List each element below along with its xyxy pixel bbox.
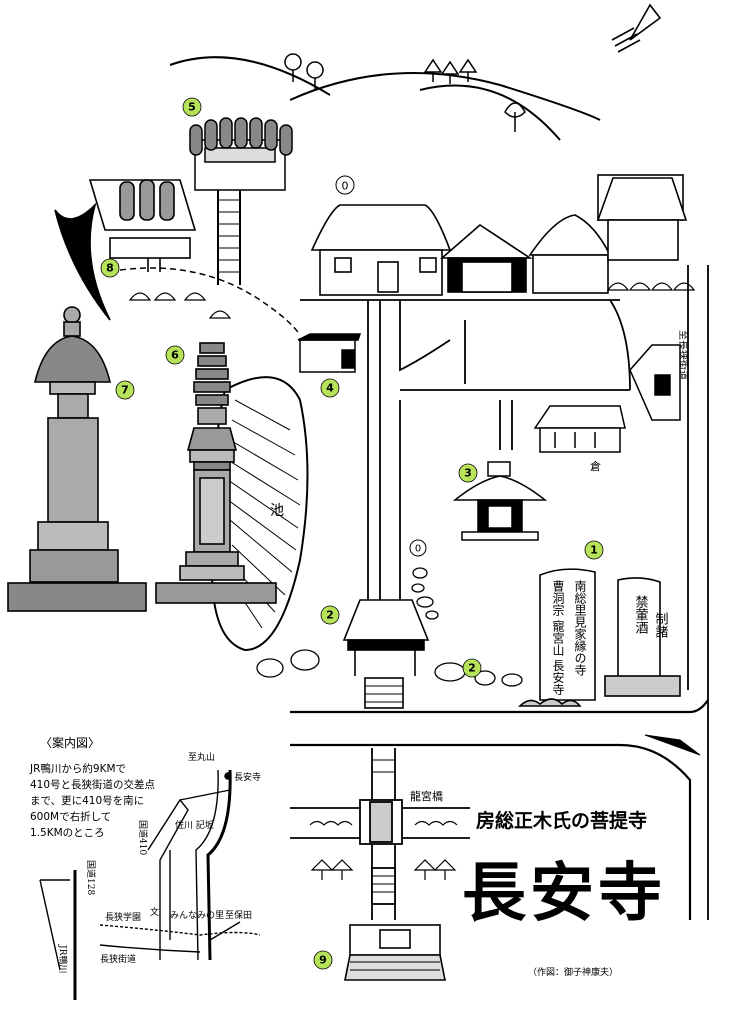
inset-shrine-label: 文 xyxy=(150,906,159,918)
marker-3[interactable]: 3 xyxy=(458,463,478,483)
roadside-trees xyxy=(310,859,457,880)
direction-arrow-icon xyxy=(644,734,701,756)
inset-river-label: 佐川 記坂 xyxy=(175,819,214,831)
guide-line-2: 410号と長狭街道の交差点 xyxy=(30,779,156,791)
inset-school-label: 長狭学園 xyxy=(105,911,141,923)
marker-4[interactable]: 4 xyxy=(320,378,340,398)
marker-8[interactable]: 8 xyxy=(100,258,120,278)
north-arrow-icon xyxy=(611,3,662,53)
bridge-label: 龍宮橋 xyxy=(410,789,443,803)
stone-left-text-2: 曹洞宗 寵宮山 長安寺 xyxy=(551,580,565,696)
graveyard xyxy=(189,117,293,285)
main-halls xyxy=(310,174,688,296)
stone-right-text: 禁葷酒 xyxy=(633,595,649,634)
guide-line-3: まで、更に410号を南に xyxy=(30,795,145,807)
storehouse xyxy=(533,405,626,453)
hills xyxy=(169,56,601,141)
svg-text:8: 8 xyxy=(106,262,114,275)
inset-north-label: 至丸山 xyxy=(188,751,215,763)
monument-7 xyxy=(7,306,147,612)
svg-text:4: 4 xyxy=(326,382,334,395)
marker-2a[interactable]: 2 xyxy=(320,605,340,625)
stone-pillars xyxy=(518,568,681,707)
svg-text:6: 6 xyxy=(171,349,179,362)
side-road xyxy=(687,265,709,920)
svg-text:0: 0 xyxy=(342,180,349,193)
inset-hota-label: 至保田 xyxy=(225,909,252,921)
guide-line-1: JR鴨川から約9KMで xyxy=(30,763,127,775)
marker-5[interactable]: 5 xyxy=(182,97,202,117)
svg-text:1: 1 xyxy=(590,544,598,557)
shrubs xyxy=(128,292,232,319)
svg-text:2: 2 xyxy=(326,609,334,622)
pond-label: 池 xyxy=(270,503,284,519)
stone-right-text-2: 制諸 xyxy=(653,612,669,638)
subtitle: 房総正木氏の菩提寺 xyxy=(476,810,648,832)
hill-trees xyxy=(284,53,526,132)
svg-text:3: 3 xyxy=(464,467,472,480)
stone-left-text: 南総里見家縁の寺 xyxy=(573,579,587,676)
inset-road-label: 長狭街道 xyxy=(100,953,136,965)
building-9 xyxy=(344,924,446,981)
building-right xyxy=(629,344,681,421)
svg-text:7: 7 xyxy=(121,384,129,397)
marker-7[interactable]: 7 xyxy=(115,380,135,400)
inset-station-label: JR鴨川 xyxy=(57,944,69,973)
bell-tower xyxy=(452,461,548,541)
main-gate xyxy=(342,599,430,709)
hall-shrubs xyxy=(606,282,696,291)
inset-temple-label: 長安寺 xyxy=(234,771,261,783)
svg-text:5: 5 xyxy=(188,101,196,114)
temple-paths xyxy=(300,299,631,600)
bridge xyxy=(359,748,403,920)
marker-6[interactable]: 6 xyxy=(165,345,185,365)
credit: （作図：御子神康夫） xyxy=(528,968,619,978)
guide-line-5: 1.5KMのところ xyxy=(30,827,105,839)
stepping-stones xyxy=(256,567,523,687)
inset-128-label: 国道128 xyxy=(85,860,97,895)
main-road xyxy=(290,699,709,920)
storehouse-label: 倉 xyxy=(590,459,601,473)
svg-text:2: 2 xyxy=(468,662,476,675)
marker-1[interactable]: 1 xyxy=(584,540,604,560)
marker-2b[interactable]: 2 xyxy=(462,658,482,678)
inset-410-label: 国道410 xyxy=(137,820,149,855)
inset-map xyxy=(39,769,261,1000)
inset-street-label: みんなみの里 xyxy=(170,910,224,921)
guide-line-4: 600Mで右折して xyxy=(30,811,112,823)
main-title: 長安寺 xyxy=(462,856,666,931)
path-line xyxy=(119,267,301,336)
monument-8 xyxy=(54,179,197,321)
pagoda-6 xyxy=(155,342,277,604)
svg-text:0: 0 xyxy=(415,544,421,555)
river-waves xyxy=(309,820,458,826)
marker-0[interactable]: 0 xyxy=(335,175,355,195)
hut-4 xyxy=(297,333,362,373)
svg-text:9: 9 xyxy=(319,954,327,967)
marker-9[interactable]: 9 xyxy=(313,950,333,970)
guide-heading: 〈案内図〉 xyxy=(40,736,101,750)
marker-0b[interactable]: 0 xyxy=(409,539,427,557)
